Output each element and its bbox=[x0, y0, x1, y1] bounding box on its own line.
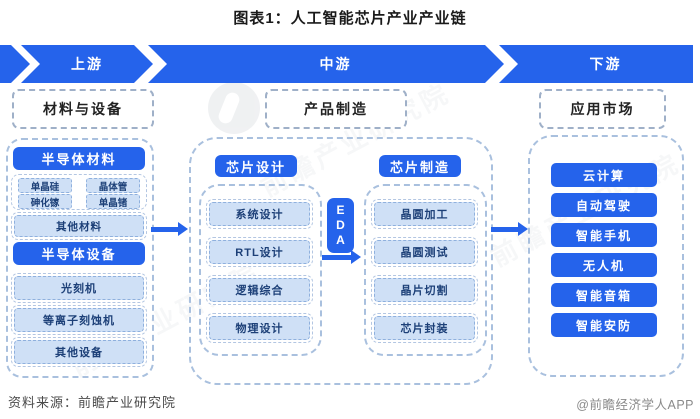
semiconductor-materials-header: 半导体材料 bbox=[13, 147, 145, 170]
banner-upstream-chevron bbox=[21, 45, 153, 83]
banner-tail-chevron bbox=[0, 45, 30, 83]
item-label: 晶圆加工 bbox=[374, 202, 475, 226]
application-item: 智能手机 bbox=[551, 223, 657, 247]
design-step-item: 系统设计 bbox=[206, 199, 313, 229]
equipment-item: 等离子刻蚀机 bbox=[11, 305, 147, 335]
upstream-container bbox=[6, 138, 154, 378]
midstream-section-label: 产品制造 bbox=[265, 89, 407, 129]
manufacture-step-item: 晶圆测试 bbox=[371, 237, 478, 267]
upstream-section-label: 材料与设备 bbox=[12, 89, 154, 129]
item-label: 其他材料 bbox=[14, 215, 144, 237]
application-item: 云计算 bbox=[551, 163, 657, 187]
manufacture-step-item: 晶片切割 bbox=[371, 275, 478, 305]
chip-manufacture-header: 芯片制造 bbox=[379, 155, 461, 177]
manufacture-step-item: 晶圆加工 bbox=[371, 199, 478, 229]
item-label: 物理设计 bbox=[209, 316, 310, 340]
arrow-eda-to-manufacture bbox=[322, 250, 361, 264]
brand-note: @前瞻经济学人APP bbox=[576, 398, 694, 412]
arrow-upstream-to-midstream bbox=[151, 222, 188, 236]
watermark-logo bbox=[208, 82, 260, 134]
application-item: 无人机 bbox=[551, 253, 657, 277]
application-item: 智能安防 bbox=[551, 313, 657, 337]
downstream-container bbox=[528, 135, 684, 377]
banner-midstream-chevron bbox=[148, 45, 504, 83]
chevron-banner bbox=[0, 45, 693, 83]
downstream-section-label: 应用市场 bbox=[539, 89, 666, 129]
item-label: 系统设计 bbox=[209, 202, 310, 226]
item-label: 等离子刻蚀机 bbox=[14, 308, 144, 332]
application-item: 智能音箱 bbox=[551, 283, 657, 307]
material-item: 砷化镓 bbox=[18, 194, 72, 209]
design-step-item: RTL设计 bbox=[206, 237, 313, 267]
material-item: 单晶硅 bbox=[18, 178, 72, 193]
item-label: 光刻机 bbox=[14, 276, 144, 300]
page-title: 图表1：人工智能芯片产业产业链 bbox=[233, 10, 467, 27]
item-label: 芯片封装 bbox=[374, 316, 475, 340]
chip-design-container bbox=[199, 184, 322, 356]
chip-manufacture-container bbox=[364, 184, 487, 356]
item-label: 其他设备 bbox=[14, 340, 144, 364]
banner-label-upstream: 上游 bbox=[71, 56, 103, 72]
source-note: 资料来源：前瞻产业研究院 bbox=[8, 395, 177, 410]
arrow-midstream-to-downstream bbox=[491, 222, 528, 236]
material-small-items-group: 单晶硅 晶体管 砷化镓 单晶锗 bbox=[11, 174, 147, 210]
banner-downstream-chevron bbox=[499, 45, 693, 83]
manufacture-step-item: 芯片封装 bbox=[371, 313, 478, 343]
banner-label-midstream: 中游 bbox=[319, 56, 352, 72]
banner-label-downstream: 下游 bbox=[589, 56, 622, 72]
eda-box: EDA bbox=[327, 198, 354, 253]
midstream-container bbox=[189, 137, 493, 385]
material-item: 单晶锗 bbox=[86, 194, 140, 209]
design-step-item: 物理设计 bbox=[206, 313, 313, 343]
chip-design-header: 芯片设计 bbox=[215, 155, 297, 177]
other-materials-item: 其他材料 bbox=[11, 212, 147, 240]
semiconductor-equipment-header: 半导体设备 bbox=[13, 242, 145, 265]
equipment-item: 其他设备 bbox=[11, 337, 147, 367]
item-label: 晶圆测试 bbox=[374, 240, 475, 264]
equipment-item: 光刻机 bbox=[11, 273, 147, 303]
item-label: 晶片切割 bbox=[374, 278, 475, 302]
item-label: 逻辑综合 bbox=[209, 278, 310, 302]
material-item: 晶体管 bbox=[86, 178, 140, 193]
design-step-item: 逻辑综合 bbox=[206, 275, 313, 305]
item-label: RTL设计 bbox=[209, 240, 310, 264]
application-item: 自动驾驶 bbox=[551, 193, 657, 217]
